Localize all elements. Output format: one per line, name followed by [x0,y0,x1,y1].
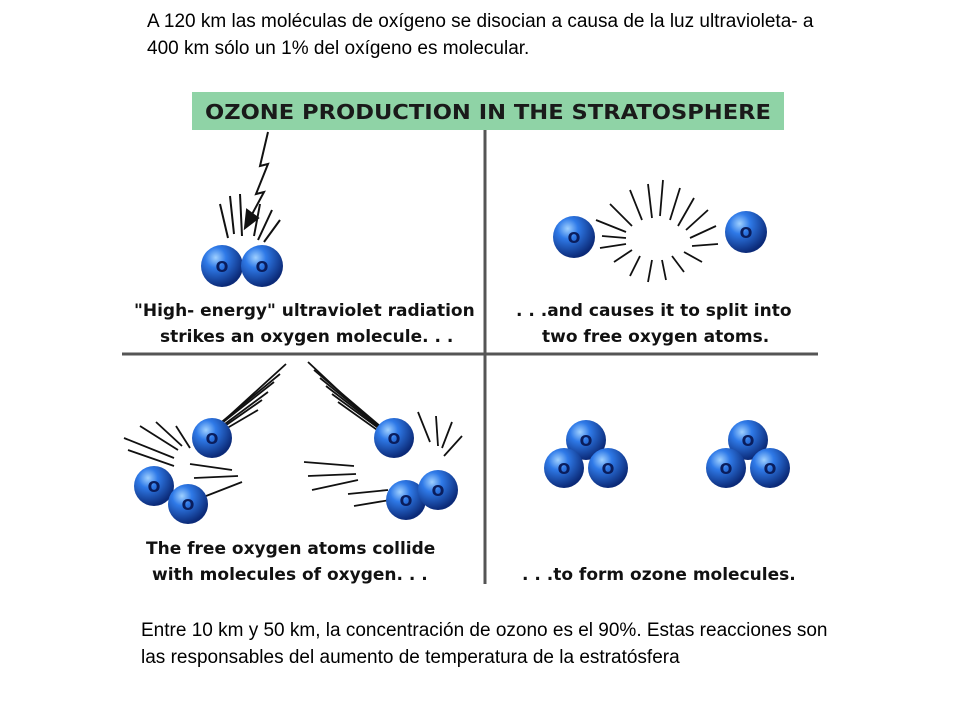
colliding-atoms-right [374,418,458,520]
atom-label: O [742,432,755,450]
atom-label: O [602,460,615,478]
caption-panel-3-line-1: The free oxygen atoms collide [146,539,435,559]
atom-label: O [568,229,581,247]
title-banner [192,92,784,130]
caption-panel-2-line-1: . . .and causes it to split into [516,301,792,321]
caption-panel-4-line-1: . . .to form ozone molecules. [522,565,796,585]
uv-ray-panel-1 [219,131,281,243]
atom-label: O [720,460,733,478]
atom-label: O [764,460,777,478]
atom-label: O [206,430,219,448]
collision-streaks-panel-3 [123,361,463,507]
colliding-atoms-left [134,418,232,524]
atom-label: O [182,496,195,514]
top-paragraph: A 120 km las moléculas de oxígeno se dis… [147,11,814,59]
atom-label: O [580,432,593,450]
split-burst-panel-2 [595,179,719,283]
caption-panel-1-line-1: "High- energy" ultraviolet radiation [134,301,475,321]
atom-label: O [400,492,413,510]
free-oxygen-atom-left [553,216,595,258]
atom-label: O [740,224,753,242]
atom-label: O [388,430,401,448]
oxygen-molecule-panel-1 [201,245,283,287]
caption-panel-1-line-2: strikes an oxygen molecule. . . [160,327,453,347]
caption-panel-2-line-2: two free oxygen atoms. [542,327,769,347]
atom-label: O [432,482,445,500]
free-oxygen-atom-right [725,211,767,253]
atom-label: O [256,258,269,276]
atom-label: O [216,258,229,276]
atom-label: O [558,460,571,478]
ozone-molecule-right [706,420,790,488]
ozone-production-diagram: OZONE PRODUCTION IN THE STRATOSPHERE O O… [122,92,818,585]
caption-panel-3-line-2: with molecules of oxygen. . . [152,565,428,585]
atom-label: O [148,478,161,496]
banner-title: OZONE PRODUCTION IN THE STRATOSPHERE [205,100,771,124]
ozone-molecule-left [544,420,628,488]
bottom-paragraph: Entre 10 km y 50 km, la concentración de… [141,620,828,668]
